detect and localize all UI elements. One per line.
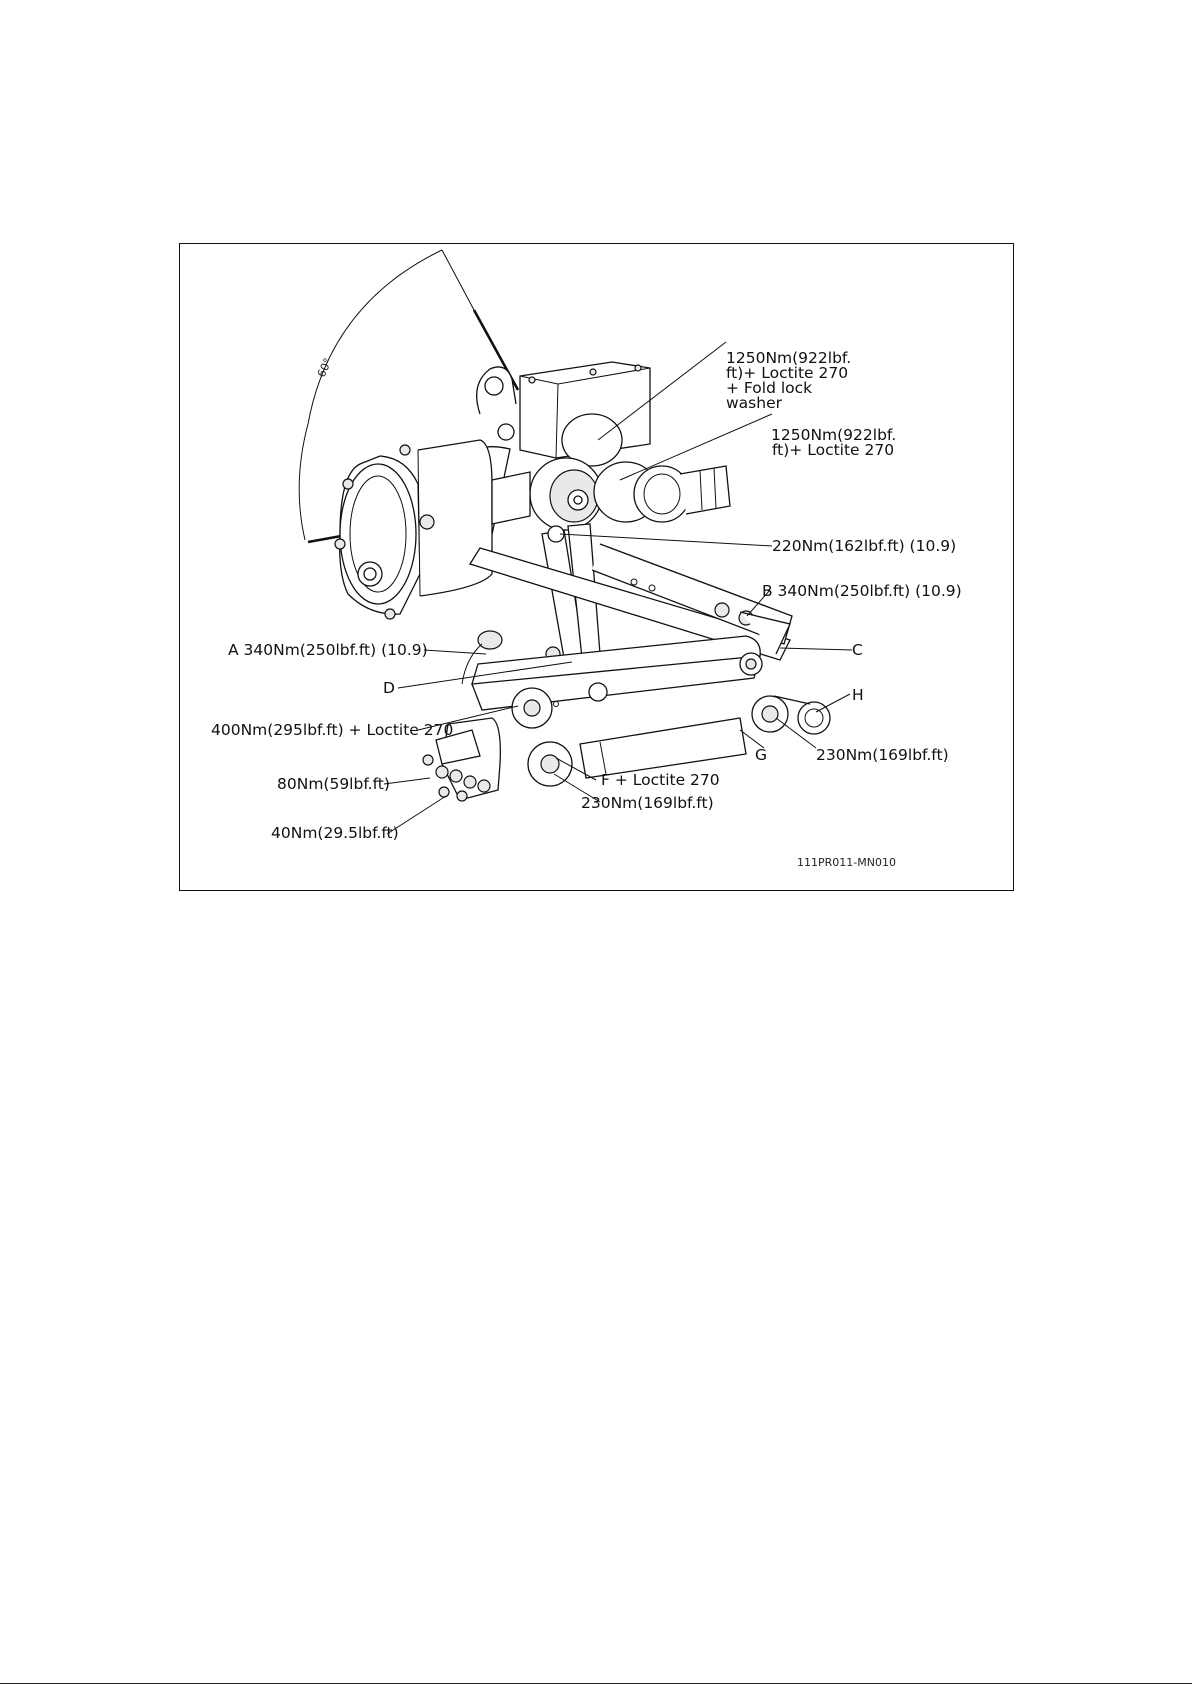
callout-c-label: C: [852, 641, 863, 659]
figure-frame: 60°: [179, 243, 1014, 891]
gearbox-housing: [335, 440, 510, 619]
callout-d-label: D: [383, 679, 395, 697]
callout-cyl-front-bolt: 230Nm(169lbf.ft): [581, 794, 714, 812]
pivot-beam: [472, 636, 762, 728]
callout-cyl-rear-bolt: 230Nm(169lbf.ft): [816, 746, 949, 764]
callout-f-label: F + Loctite 270: [601, 771, 720, 789]
angle-label: 60°: [315, 356, 335, 379]
callout-g-label: G: [755, 746, 767, 764]
callout-rotor-nut-line4: washer: [726, 394, 783, 412]
callout-valve-40: 40Nm(29.5lbf.ft): [271, 824, 399, 842]
callout-gearbox-bolt-line2: ft)+ Loctite 270: [772, 441, 894, 459]
page-bottom-rule: [0, 1683, 1192, 1684]
callout-valve-80: 80Nm(59lbf.ft): [277, 775, 390, 793]
callout-pivot-bolt: 400Nm(295lbf.ft) + Loctite 270: [211, 721, 453, 739]
callout-b-bolt: B 340Nm(250lbf.ft) (10.9): [762, 582, 962, 600]
mechanical-drawing: 60°: [180, 244, 1015, 892]
drawing-number: 111PR011-MN010: [797, 856, 896, 869]
callout-h-label: H: [852, 686, 864, 704]
callout-arm-bolt: 220Nm(162lbf.ft) (10.9): [772, 537, 956, 555]
callout-a-bolt: A 340Nm(250lbf.ft) (10.9): [228, 641, 428, 659]
